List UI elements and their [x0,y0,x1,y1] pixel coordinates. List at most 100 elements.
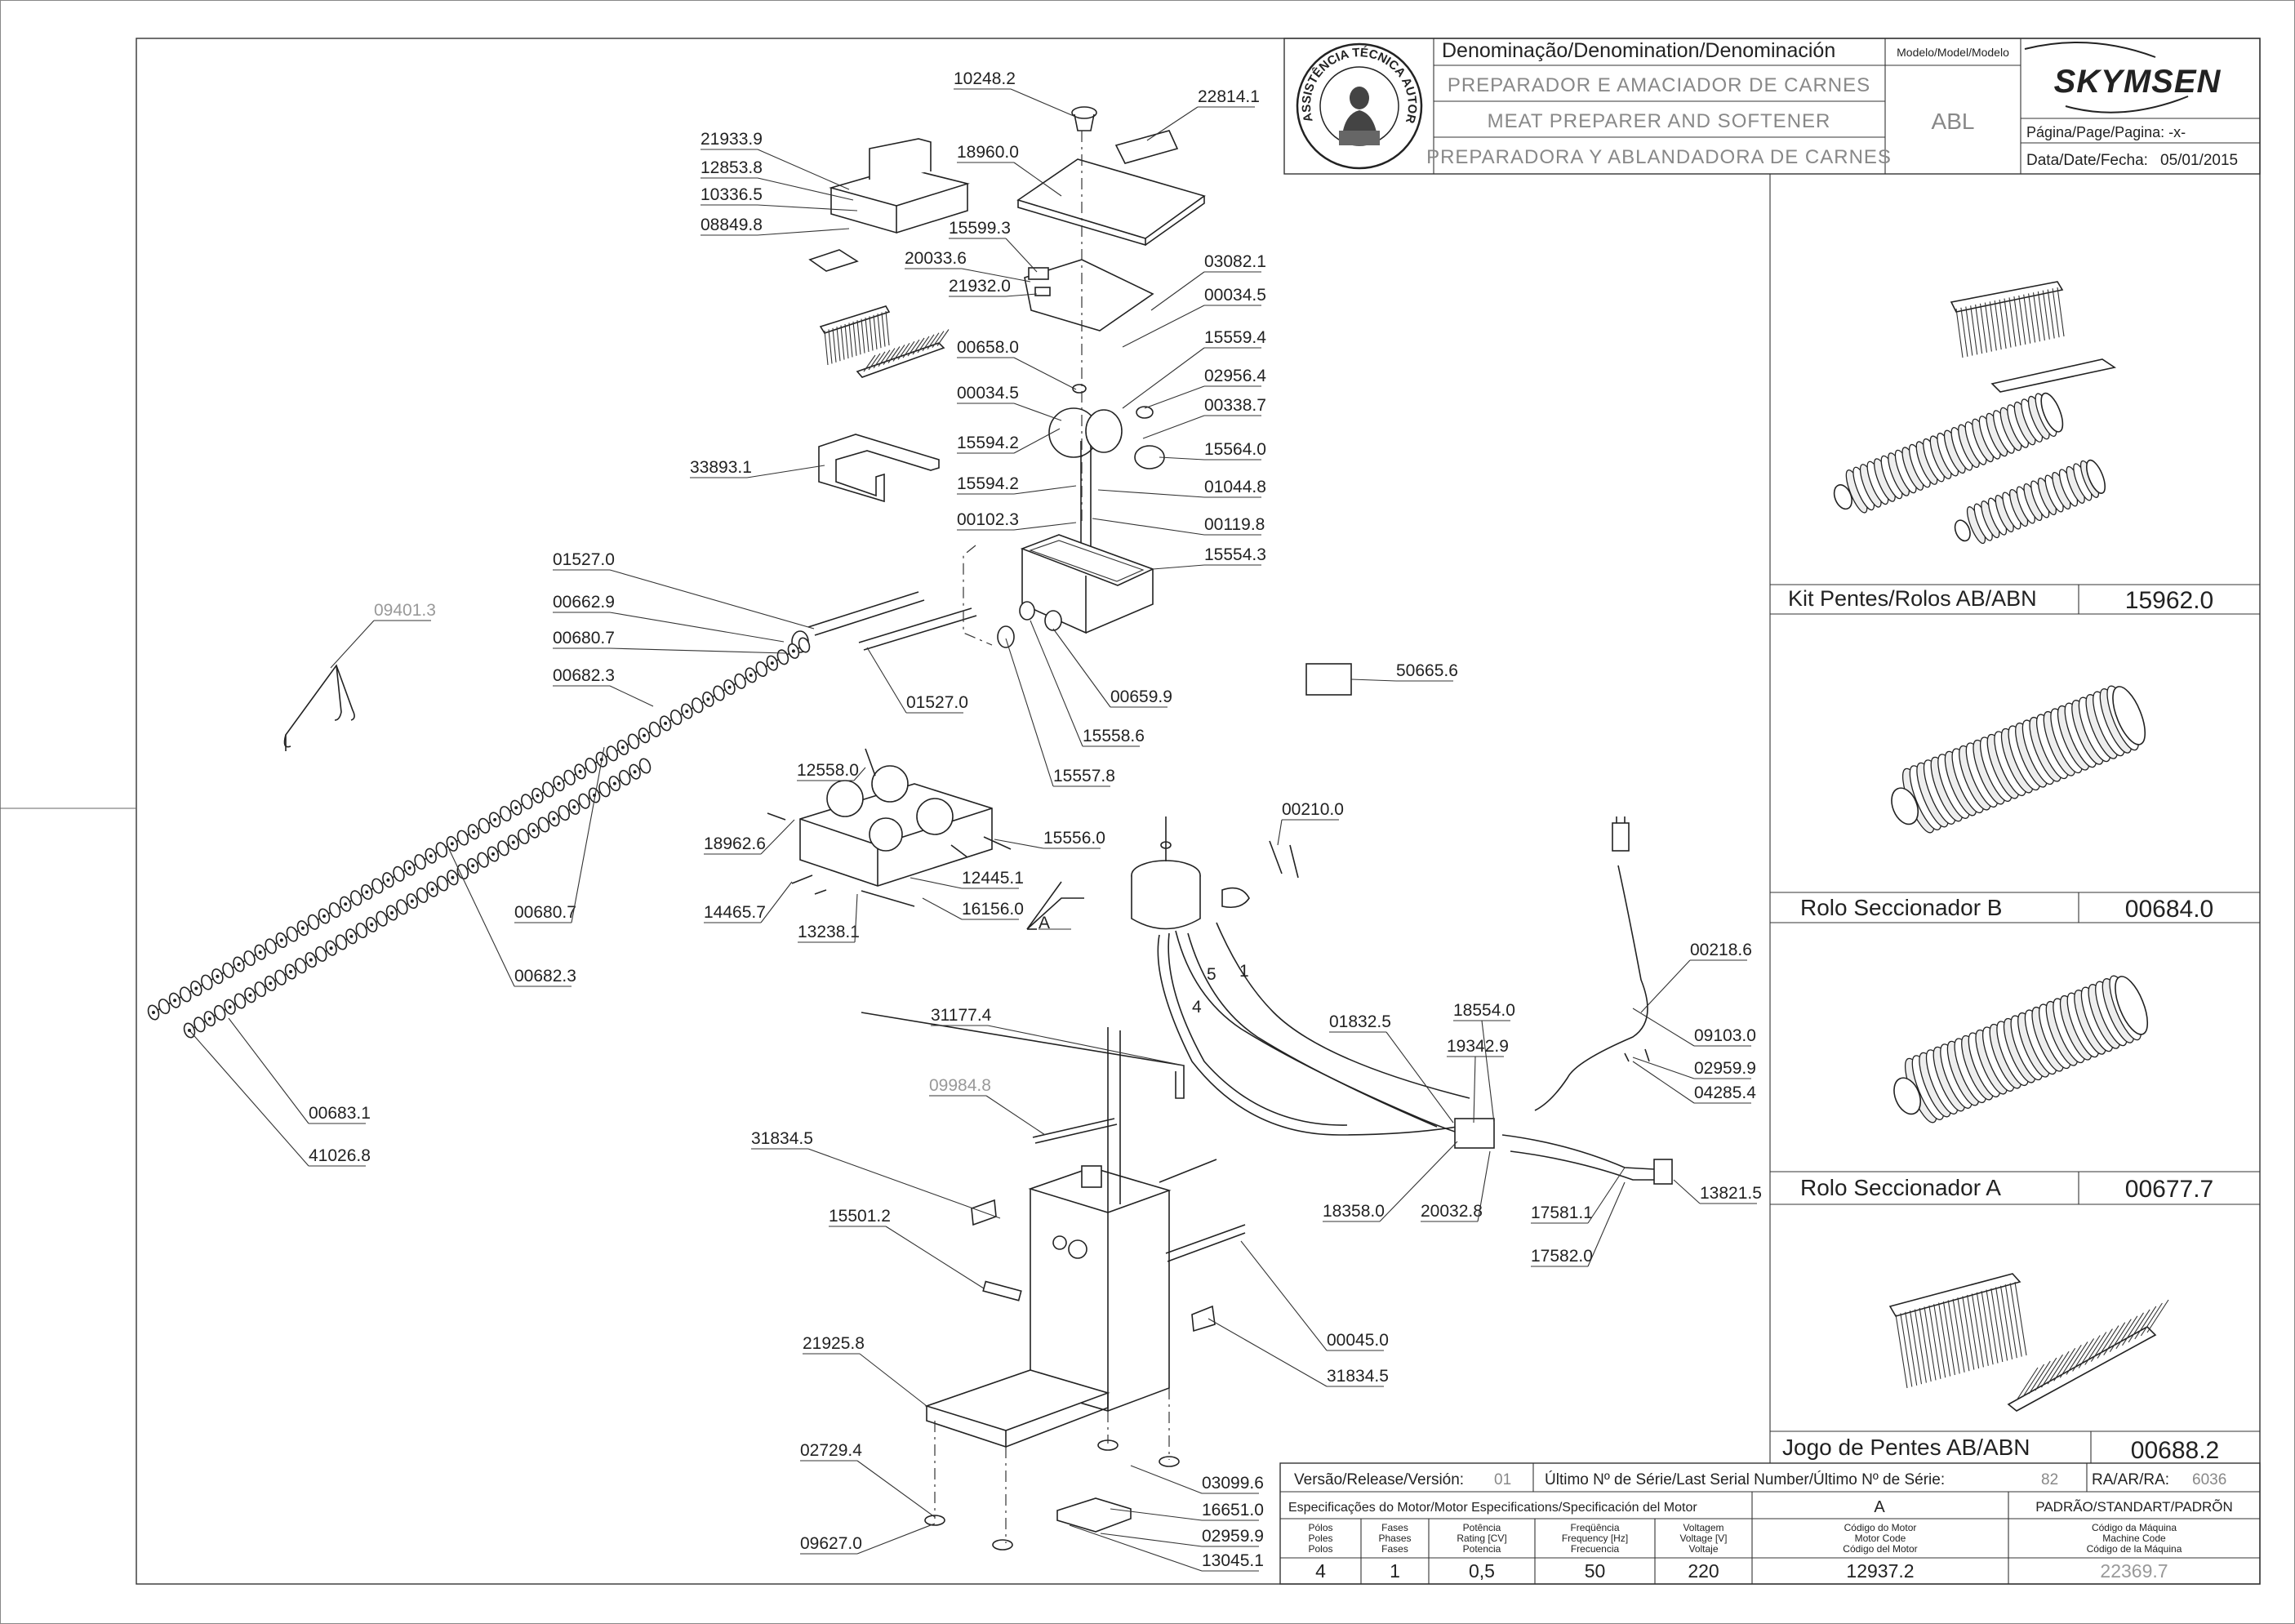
part-label-33893-1: 33893.1 [690,458,752,477]
knob [1071,106,1097,119]
wire-number: 1 [1239,962,1249,981]
model-heading: Modelo/Model/Modelo [1897,46,2009,59]
spec-col-value: 22369.7 [2100,1560,2168,1582]
part-label-09103-0: 09103.0 [1694,1026,1756,1045]
part-label-10336-5: 10336.5 [701,185,763,204]
spec-col-header: Código da Máquina [2092,1522,2177,1533]
part-label-31177-4: 31177.4 [931,1006,992,1025]
spec-col-value: 0,5 [1469,1560,1495,1582]
part-label-20032-8: 20032.8 [1421,1202,1483,1221]
part-label-15594-2: 15594.2 [957,434,1019,452]
comb-set-drawing [1888,1273,2169,1412]
spec-col-header: Polos [1308,1543,1332,1555]
cover-plate [1024,259,1154,331]
spec-col-header: Voltaje [1688,1543,1718,1555]
part-label-19342-9: 19342.9 [1447,1037,1509,1056]
part-label-13045-1: 13045.1 [1202,1551,1264,1570]
comb-hook [285,664,355,751]
spec-col-value: 12937.2 [1846,1560,1914,1582]
ra-label: RA/AR/RA: [2092,1471,2169,1488]
name-pt: PREPARADOR E AMACIADOR DE CARNES [1448,74,1870,96]
standard-label: PADRÃO/STANDART/PADRÕN [2035,1499,2233,1515]
spec-col-header: Potencia [1463,1543,1501,1555]
kit-2-code: 00684.0 [2125,896,2213,923]
roller-b-drawing [1891,685,2146,834]
part-label-00680-7: 00680.7 [553,629,615,647]
part-label-00102-3: 00102.3 [957,510,1019,529]
part-label-04285-4: 04285.4 [1694,1083,1756,1102]
part-label-15501-2: 15501.2 [829,1207,891,1226]
gearbox [1020,534,1155,586]
kit-combs-rollers-drawing [1833,281,2117,545]
motor-variant: A [1874,1498,1885,1516]
skymsen-logo: SKYMSEN [2024,42,2222,113]
part-label-18554-0: 18554.0 [1453,1001,1515,1020]
roller-a-drawing [1893,975,2149,1123]
spec-col-header: Código do Motor [1844,1522,1917,1533]
part-label-31834-5: 31834.5 [1327,1367,1389,1386]
spec-col-header: Pólos [1308,1522,1332,1533]
part-label-12445-1: 12445.1 [962,869,1024,888]
spec-col-header: Freqüência [1570,1522,1619,1533]
part-label-02956-4: 02956.4 [1204,367,1266,385]
part-label-00210-0: 00210.0 [1282,800,1344,819]
part-label-03082-1: 03082.1 [1204,252,1266,271]
drawing-border [136,38,2261,1585]
part-label-09984-8: 09984.8 [929,1076,991,1095]
spec-col-header: Voltage [V] [1679,1533,1727,1544]
spec-col-header: Voltagem [1683,1522,1723,1533]
part-label-21933-9: 21933.9 [701,130,763,149]
kit-1-name: Kit Pentes/Rolos AB/ABN [1788,586,2037,611]
part-label-00662-9: 00662.9 [553,593,615,612]
spec-col-header: Frequency [Hz] [1562,1533,1628,1544]
model-value: ABL [1932,109,1975,134]
part-label-09627-0: 09627.0 [800,1534,862,1553]
part-label-03099-6: 03099.6 [1202,1474,1264,1493]
warning-label [1305,663,1352,696]
part-label-15554-3: 15554.3 [1204,545,1266,564]
spec-col-header: Código del Motor [1843,1543,1917,1555]
comb-bracket [818,434,940,503]
spec-col-header: Frecuencia [1571,1543,1620,1555]
part-label-00045-0: 00045.0 [1327,1331,1389,1350]
spec-col-header: Phases [1378,1533,1411,1544]
part-label-15557-8: 15557.8 [1053,767,1115,785]
part-label-15594-2: 15594.2 [957,474,1019,493]
spec-col-header: Fases [1381,1543,1408,1555]
part-label-17581-1: 17581.1 [1531,1204,1593,1222]
switch [1653,1159,1673,1185]
part-label-09401-3: 09401.3 [374,601,436,620]
part-label-12558-0: 12558.0 [797,761,859,780]
wire-number: 4 [1192,998,1202,1017]
part-label-16156-0: 16156.0 [962,900,1024,919]
part-label-15599-3: 15599.3 [949,219,1011,238]
cutting-roller-b [183,758,652,1039]
spec-col-header: Código de la Máquina [2087,1543,2182,1555]
label-plate [1114,130,1179,164]
part-label-A: A [1039,914,1050,932]
spec-col-value: 4 [1315,1560,1326,1582]
version-value: 01 [1494,1471,1511,1488]
brand-name: SKYMSEN [2054,64,2222,100]
part-label-12853-8: 12853.8 [701,158,763,177]
kit-1-code: 15962.0 [2125,587,2213,614]
part-label-10248-2: 10248.2 [954,69,1016,88]
footer-table: Versão/Release/Versión: 01 Último Nº de … [1279,1462,2261,1585]
kit-panels: Kit Pentes/Rolos AB/ABN 15962.0 Rolo Sec… [1769,174,2260,1464]
part-label-15559-4: 15559.4 [1204,328,1266,347]
plug [1612,822,1630,852]
part-label-21925-8: 21925.8 [803,1334,865,1353]
serial-label: Último Nº de Série/Last Serial Number/Úl… [1545,1470,1945,1488]
part-label-20033-6: 20033.6 [905,249,967,268]
comb-set-left [819,305,950,378]
part-label-02959-9: 02959.9 [1202,1527,1264,1546]
part-label-31834-5: 31834.5 [751,1129,813,1148]
part-label-14465-7: 14465.7 [704,903,766,922]
part-label-21932-0: 21932.0 [949,277,1011,296]
part-label-01832-5: 01832.5 [1329,1012,1391,1031]
part-label-15558-6: 15558.6 [1083,727,1145,745]
spec-col-header: Poles [1308,1533,1332,1544]
version-label: Versão/Release/Versión: [1294,1471,1464,1488]
part-label-15556-0: 15556.0 [1043,829,1105,848]
exploded-view: 10248.222814.121933.912853.810336.508849… [147,69,1762,1572]
